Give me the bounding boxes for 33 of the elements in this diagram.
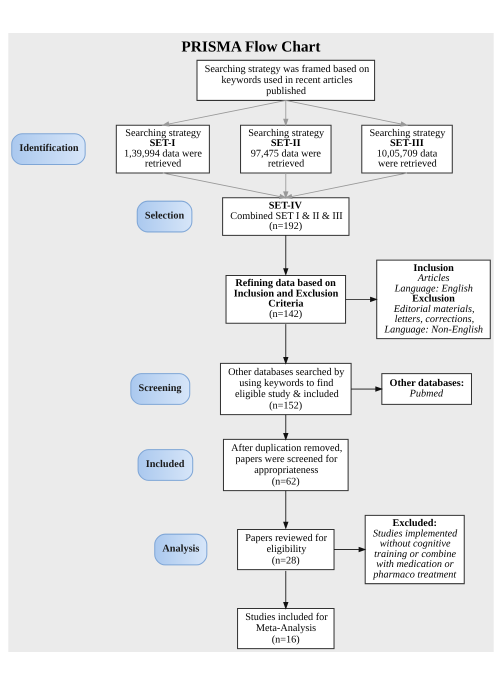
node-box: Papers reviewed for eligibility (n=28) xyxy=(237,528,335,570)
node-box: Refining data based on Inclusion and Exclusion Criteria (n=142) xyxy=(226,274,346,324)
node-box: Other databases: Pubmed xyxy=(381,373,472,405)
node-box: Inclusion Articles Language: English Exclusion Editorial materials, letters, corrections, Language: Non-English xyxy=(376,260,491,340)
node-box: Screening xyxy=(130,373,190,405)
node-box: Selection xyxy=(136,200,192,232)
arrow xyxy=(162,100,286,127)
node-box: Searching strategy SET-III 10,05,709 data were retrieved xyxy=(361,124,453,174)
node-box: Searching strategy SET-I 1,39,994 data were retrieved xyxy=(116,124,210,174)
node-box: Analysis xyxy=(154,534,208,566)
node-box: Included xyxy=(138,449,194,481)
arrow xyxy=(285,100,408,127)
arrow xyxy=(283,324,288,365)
arrow xyxy=(283,414,288,441)
arrow xyxy=(350,386,384,392)
node-box: Searching strategy was framed based on keywords used in recent articles published xyxy=(196,60,376,101)
arrow xyxy=(162,172,288,200)
node-box: Searching strategy SET-II 97,475 data were retrieved xyxy=(240,124,332,174)
arrow xyxy=(284,172,408,200)
node-box: Identification xyxy=(11,133,86,165)
arrow xyxy=(283,570,288,610)
arrow xyxy=(345,296,378,302)
arrow xyxy=(334,546,366,552)
node-box: SET-IV Combined SET I & II & III (n=192) xyxy=(222,197,350,236)
arrow xyxy=(283,100,288,126)
node-box: Studies included for Meta-Analysis (n=16) xyxy=(237,608,335,650)
node-box: Excluded: Studies implemented without cognitive training or combine with medication or pharmaco treatment xyxy=(364,514,465,584)
arrow xyxy=(283,490,288,530)
arrow xyxy=(283,234,288,276)
arrow xyxy=(283,172,288,200)
diagram-title: PRISMA Flow Chart xyxy=(181,38,321,56)
node-box: Other databases searched by using keywords to find eligible study & included (n=152) xyxy=(220,362,352,416)
node-box: After duplication removed, papers were screened for appropriateness (n=62) xyxy=(222,438,349,492)
